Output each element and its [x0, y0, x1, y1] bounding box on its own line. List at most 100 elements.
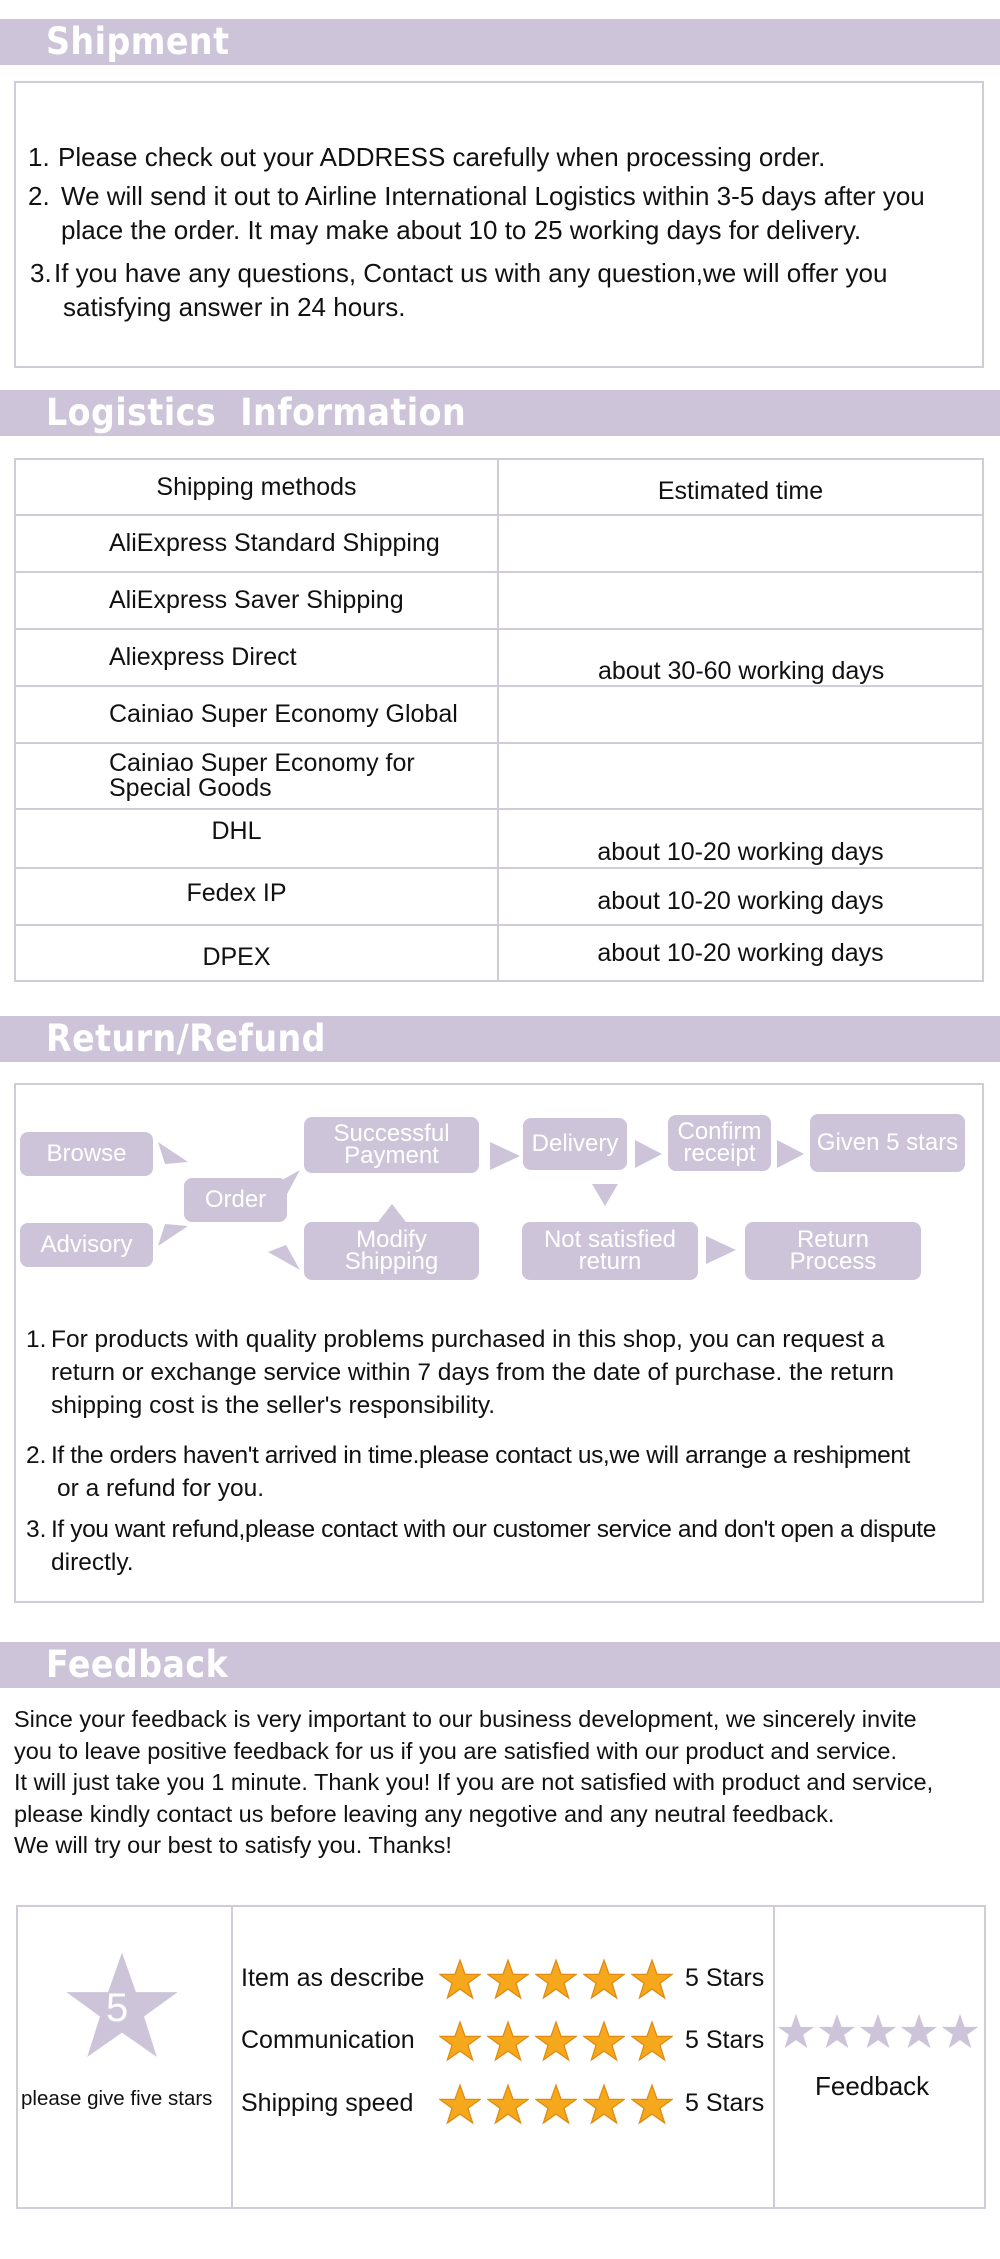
table-row: AliExpress Standard Shipping	[14, 514, 984, 573]
feedback-line-1: Since your feedback is very important to…	[14, 1706, 917, 1732]
shipment-item-3-line-2: satisfying answer in 24 hours.	[63, 292, 406, 322]
gold-star-icon	[631, 1958, 673, 2000]
arrow-modify-payment	[378, 1204, 406, 1222]
table-row: AliExpress Saver Shipping	[14, 571, 984, 630]
gold-star-icon	[535, 2020, 577, 2062]
table-row: DPEX about 10-20 working days	[14, 924, 984, 982]
flow-order: Order	[184, 1178, 287, 1222]
gold-star-icon	[439, 1958, 481, 2000]
arrow-payment-delivery	[490, 1142, 520, 1170]
merge-patch	[500, 626, 982, 628]
refund-item-1-line-2: return or exchange service within 7 days…	[51, 1359, 894, 1386]
shipment-box	[14, 81, 984, 368]
gold-star-icon	[583, 1958, 625, 2000]
flow-returnprocess: Return Process	[745, 1222, 921, 1280]
merged-time-text: about 30-60 working days	[598, 657, 885, 685]
header-estimated-time: Estimated time	[497, 458, 984, 516]
gray-star-icon	[818, 2013, 856, 2049]
arrow-browse-order	[158, 1142, 188, 1164]
gold-star-icon	[631, 2083, 673, 2125]
shipment-item-2-number: 2.	[28, 181, 50, 211]
time-cell-merged	[497, 629, 984, 686]
gold-star-icon	[487, 2083, 529, 2125]
shipment-item-2-line-2: place the order. It may make about 10 to…	[61, 215, 862, 245]
time-cell	[497, 742, 984, 810]
arrow-delivery-confirm	[635, 1140, 662, 1168]
gold-star-icon	[439, 2083, 481, 2125]
table-row: Cainiao Super Economy Global	[14, 685, 984, 744]
table-row: Aliexpress Direct	[14, 628, 984, 687]
refund-item-3-number: 3.	[26, 1516, 47, 1543]
table-row: Cainiao Super Economy for Special Goods	[14, 742, 984, 810]
refund-header: Return/Refund	[0, 1016, 1000, 1062]
refund-item-3-line-2: directly.	[51, 1549, 134, 1576]
shipment-title: Shipment	[46, 20, 230, 63]
method-cell: Aliexpress Direct	[14, 628, 499, 687]
feedback-divider-left	[231, 1905, 233, 2209]
merge-patch	[500, 569, 982, 571]
feedback-header: Feedback	[0, 1642, 1000, 1688]
rating-label-item: Item as describe	[241, 1964, 425, 1992]
arrow-advisory-order	[158, 1224, 188, 1246]
feedback-title: Feedback	[46, 1643, 229, 1686]
method-cell: AliExpress Saver Shipping	[14, 571, 499, 630]
time-cell: about 10-20 working days	[497, 808, 984, 869]
method-cell: AliExpress Standard Shipping	[14, 514, 499, 573]
flow-stars: Given 5 stars	[810, 1114, 965, 1172]
time-cell: about 10-20 working days	[497, 924, 984, 982]
feedback-paragraph: Since your feedback is very important to…	[14, 1704, 933, 1862]
logistics-header: Logistics Information	[0, 390, 1000, 436]
rating-value-item: 5 Stars	[685, 1964, 765, 1992]
shipment-item-2-line-1: We will send it out to Airline Internati…	[61, 181, 925, 211]
feedback-line-4: please kindly contact us before leaving …	[14, 1800, 835, 1827]
time-cell: about 10-20 working days	[497, 867, 984, 926]
method-cell: DPEX	[14, 924, 499, 982]
table-row: Fedex IP about 10-20 working days	[14, 867, 984, 926]
refund-item-2-number: 2.	[26, 1442, 47, 1469]
logistics-table: Shipping methods Estimated time AliExpre…	[14, 458, 984, 982]
refund-item-1-line-3: shipping cost is the seller's responsibi…	[51, 1392, 496, 1419]
merge-patch	[500, 683, 982, 685]
time-cell	[497, 571, 984, 630]
rating-label-communication: Communication	[241, 2026, 415, 2054]
shipment-item-1-line-1: Please check out your ADDRESS carefully …	[58, 142, 826, 172]
gold-star-icon	[535, 2083, 577, 2125]
table-row: DHL about 10-20 working days	[14, 808, 984, 869]
refund-item-1-number: 1.	[26, 1326, 47, 1353]
gray-star-icon	[777, 2013, 815, 2049]
flow-browse: Browse	[20, 1132, 153, 1176]
gold-star-icon	[439, 2020, 481, 2062]
shipment-item-1-number: 1.	[28, 142, 50, 172]
shipment-item-3-number: 3.	[30, 258, 52, 288]
flow-payment: Successful Payment	[304, 1117, 479, 1173]
shipment-item-3-line-1: If you have any questions, Contact us wi…	[54, 258, 888, 288]
method-cell: Fedex IP	[14, 867, 499, 926]
arrow-order-payment	[268, 1170, 300, 1196]
five-star-badge-icon	[66, 1952, 178, 2058]
arrow-confirm-stars	[777, 1140, 804, 1168]
feedback-line-5: We will try our best to satisfy you. Tha…	[14, 1832, 452, 1858]
gold-star-icon	[583, 2083, 625, 2125]
flow-modify: Modify Shipping	[304, 1222, 479, 1280]
method-cell-text: Cainiao Super Economy for Special Goods	[109, 749, 415, 802]
arrow-notsatisfied-return	[706, 1236, 736, 1264]
gold-star-icon	[487, 2020, 529, 2062]
feedback-line-3: It will just take you 1 minute. Thank yo…	[14, 1769, 934, 1795]
arrow-delivery-notsatisfied	[592, 1184, 618, 1206]
logistics-title: Logistics Information	[46, 391, 467, 434]
table-header-row: Shipping methods Estimated time	[14, 458, 984, 516]
flow-advisory: Advisory	[20, 1223, 153, 1267]
refund-item-2-line-1: If the orders haven't arrived in time.pl…	[51, 1442, 910, 1469]
refund-title: Return/Refund	[46, 1017, 326, 1060]
gray-star-icon	[900, 2013, 938, 2049]
gray-star-icon	[941, 2013, 979, 2049]
method-cell: DHL	[14, 808, 499, 869]
gold-star-icon	[487, 1958, 529, 2000]
rating-value-shipping: 5 Stars	[685, 2089, 765, 2117]
rating-value-communication: 5 Stars	[685, 2026, 765, 2054]
merge-patch	[500, 740, 982, 742]
feedback-right-label: Feedback	[815, 2071, 930, 2101]
arrow-order-modify	[268, 1245, 300, 1270]
rating-label-shipping: Shipping speed	[241, 2089, 414, 2117]
feedback-box	[16, 1905, 986, 2209]
